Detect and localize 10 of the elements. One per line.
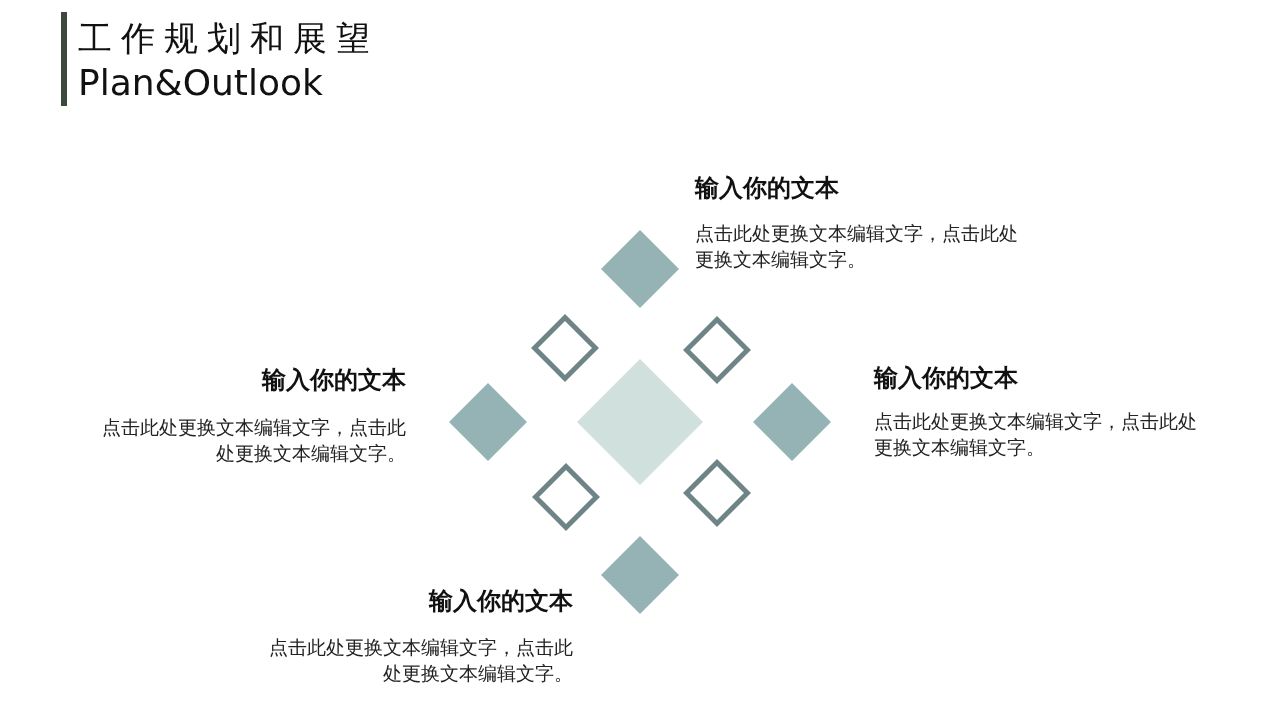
heading: 输入你的文本 [874, 363, 1018, 394]
heading: 输入你的文本 [429, 586, 573, 617]
body-text: 点击此处更换文本编辑文字，点击此处更换文本编辑文字。 [101, 415, 406, 466]
body-text: 点击此处更换文本编辑文字，点击此处更换文本编辑文字。 [268, 635, 573, 686]
heading: 输入你的文本 [695, 173, 839, 204]
body-text: 点击此处更换文本编辑文字，点击此处更换文本编辑文字。 [695, 221, 1019, 272]
heading: 输入你的文本 [262, 365, 406, 396]
subtitle: Plan&Outlook [78, 62, 323, 103]
body-text: 点击此处更换文本编辑文字，点击此处更换文本编辑文字。 [874, 409, 1198, 460]
title: 工作规划和展望 [78, 17, 379, 60]
